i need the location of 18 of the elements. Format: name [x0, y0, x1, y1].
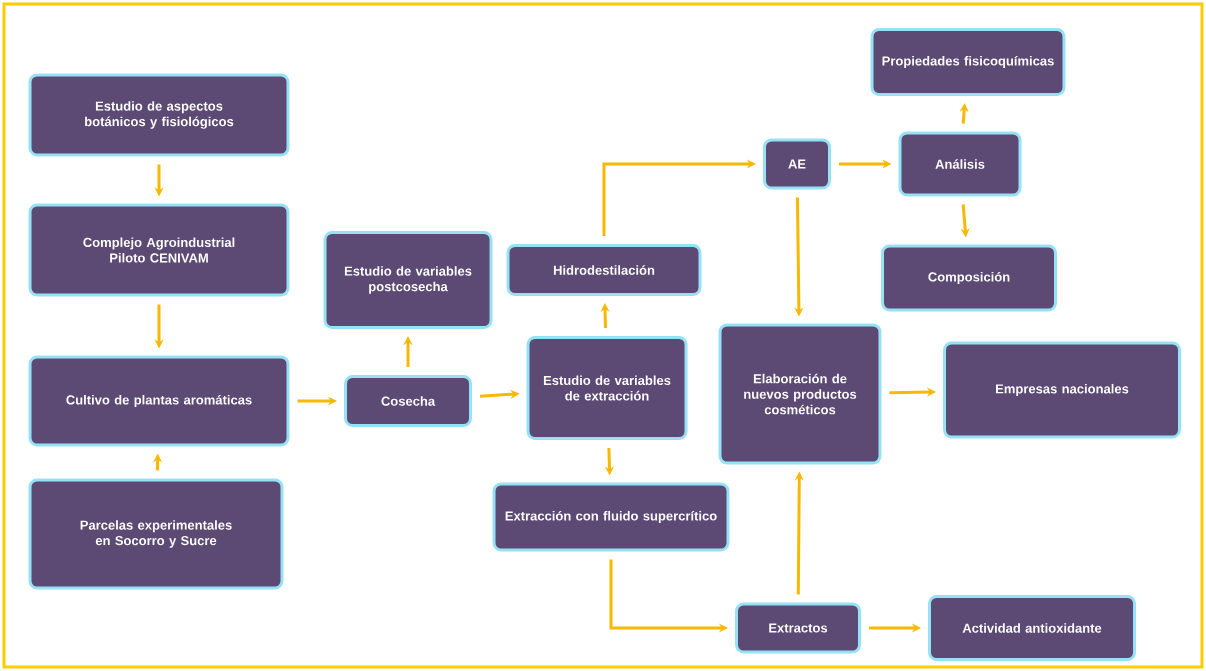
process-box: Cultivo de plantas aromáticas — [28, 355, 290, 447]
process-box: Empresas nacionales — [943, 341, 1181, 439]
process-box: Extractos — [735, 602, 861, 654]
process-box: Elaboración de nuevos productos cosméticos — [718, 323, 882, 465]
process-box: Composición — [881, 244, 1057, 312]
process-box: Propiedades fisicoquímicas — [870, 28, 1066, 96]
process-box: Actividad antioxidante — [928, 595, 1136, 661]
process-box: Estudio de variables de extracción — [526, 336, 688, 440]
process-box: Hidrodestilación — [506, 244, 702, 296]
arrow — [602, 159, 756, 236]
process-box: Análisis — [898, 131, 1022, 197]
process-box: Parcelas experimentales en Socorro y Sucre — [28, 478, 284, 590]
process-box: Estudio de variables postcosecha — [323, 231, 493, 329]
process-box: Cosecha — [344, 375, 472, 427]
process-box: Complejo Agroindustrial Piloto CENIVAM — [28, 203, 290, 297]
process-box: Estudio de aspectos botánicos y fisiológicos — [28, 73, 290, 157]
process-box: Extracción con fluido supercrítico — [492, 482, 730, 552]
process-box: AE — [763, 138, 831, 190]
